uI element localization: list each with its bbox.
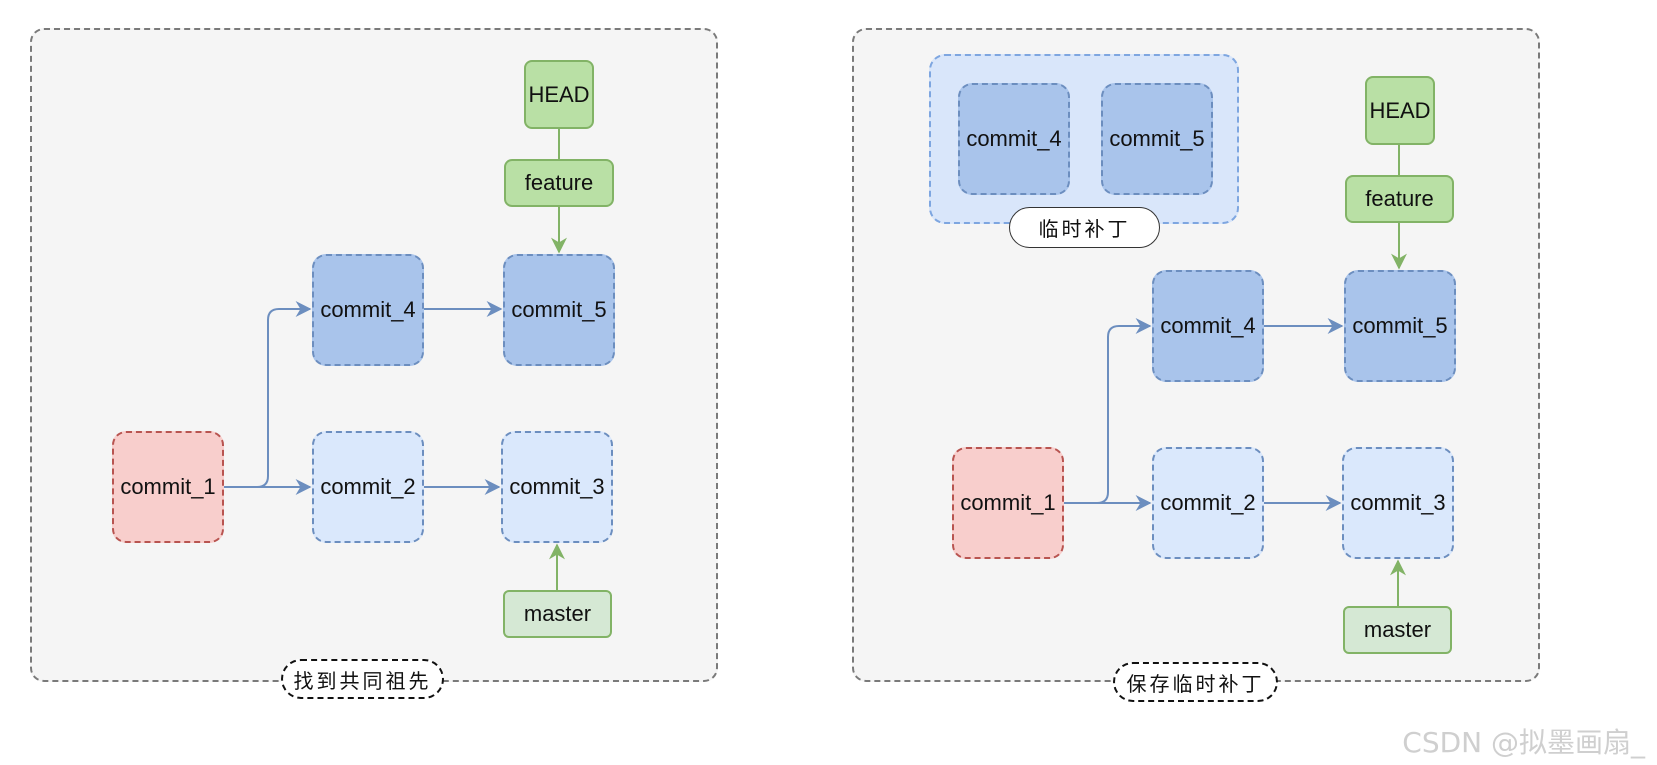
right-master-label: master — [1363, 617, 1432, 642]
right-commit-5-node: commit_5 — [1344, 270, 1456, 382]
patch-commit-4-label: commit_4 — [966, 126, 1062, 151]
right-head-label: HEAD — [1369, 97, 1431, 123]
left-commit-5-label: commit_5 — [511, 297, 607, 322]
patch-group-label: 临时补丁 — [1009, 207, 1160, 248]
left-feature-node: feature — [504, 159, 614, 207]
left-commit-4-label: commit_4 — [320, 297, 416, 322]
right-master-node: master — [1343, 606, 1452, 654]
left-caption: 找到共同祖先 — [281, 659, 444, 699]
left-commit-1-node: commit_1 — [112, 431, 224, 543]
right-caption-text: 保存临时补丁 — [1126, 671, 1265, 696]
right-feature-node: feature — [1345, 175, 1454, 223]
patch-commit-4-node: commit_4 — [958, 83, 1070, 195]
right-commit-2-node: commit_2 — [1152, 447, 1264, 559]
watermark: CSDN @拟墨画扇_ — [1402, 726, 1645, 759]
left-commit-3-label: commit_3 — [509, 474, 605, 499]
left-caption-text: 找到共同祖先 — [293, 668, 432, 693]
right-commit-2-label: commit_2 — [1160, 490, 1256, 515]
left-commit-2-node: commit_2 — [312, 431, 424, 543]
left-commit-2-label: commit_2 — [320, 474, 416, 499]
right-commit-3-node: commit_3 — [1342, 447, 1454, 559]
left-commit-4-node: commit_4 — [312, 254, 424, 366]
left-commit-5-node: commit_5 — [503, 254, 615, 366]
right-head-node: HEAD — [1365, 76, 1435, 145]
right-commit-4-node: commit_4 — [1152, 270, 1264, 382]
right-commit-3-label: commit_3 — [1350, 490, 1446, 515]
left-master-node: master — [503, 590, 612, 638]
right-caption: 保存临时补丁 — [1113, 662, 1278, 702]
left-head-node: HEAD — [524, 60, 594, 129]
left-feature-label: feature — [524, 170, 594, 195]
right-commit-4-label: commit_4 — [1160, 313, 1256, 338]
left-master-label: master — [523, 601, 592, 626]
left-commit-1-label: commit_1 — [120, 474, 216, 499]
left-head-label: HEAD — [528, 81, 590, 107]
left-commit-3-node: commit_3 — [501, 431, 613, 543]
right-commit-1-node: commit_1 — [952, 447, 1064, 559]
patch-group-label-text: 临时补丁 — [1038, 217, 1131, 241]
patch-commit-5-label: commit_5 — [1109, 126, 1205, 151]
right-commit-5-label: commit_5 — [1352, 313, 1448, 338]
right-commit-1-label: commit_1 — [960, 490, 1056, 515]
right-feature-label: feature — [1365, 186, 1434, 211]
patch-commit-5-node: commit_5 — [1101, 83, 1213, 195]
